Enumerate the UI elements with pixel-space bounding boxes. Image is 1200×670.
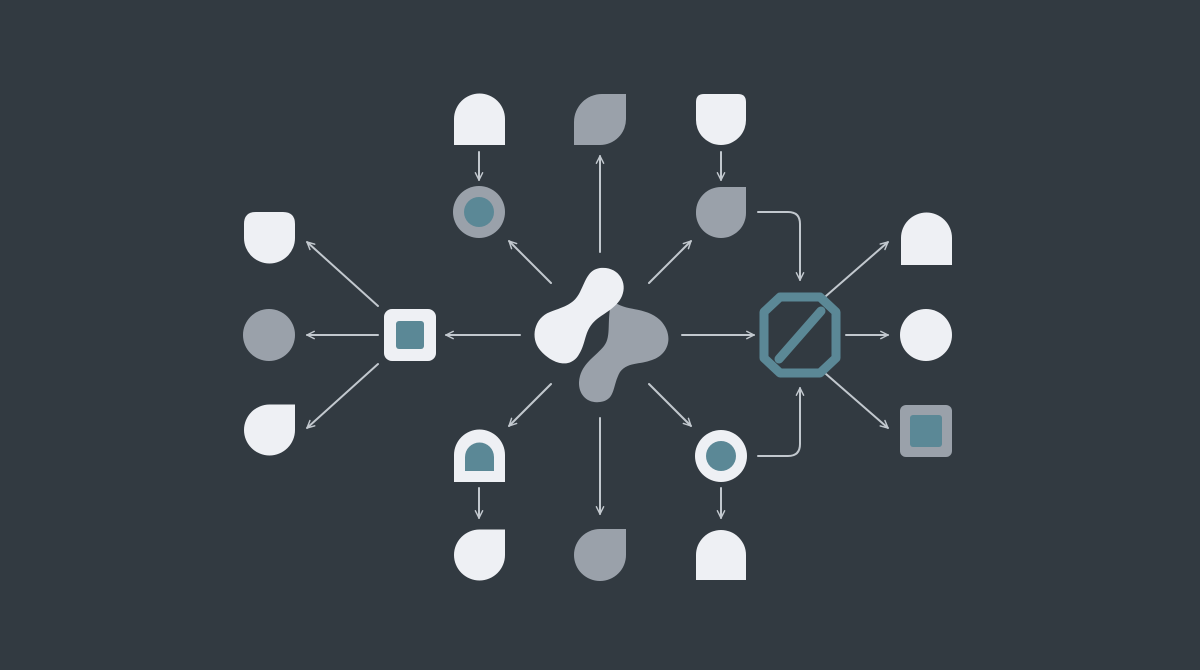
hub-light-lobe — [534, 267, 624, 364]
hub-gray-lobe — [578, 300, 669, 403]
leaf-node-icon-bottom-left — [454, 529, 505, 581]
circle-node-right-mid — [900, 309, 952, 361]
arrow-octagon-to-bottom-right — [825, 373, 889, 429]
arrow-hub-to-lower-right — [648, 383, 692, 427]
arrow-octagon-to-top-right — [825, 241, 889, 297]
ring-node-icon-upper-left — [453, 186, 505, 238]
arch-node-icon-lower-left — [454, 429, 505, 482]
ring-node-icon-lower-right — [695, 430, 747, 482]
arch-node-icon-bottom-right — [696, 530, 746, 580]
leaf-node-icon-left-bottom — [244, 404, 295, 456]
leaf-node-icon-top-center — [574, 94, 626, 145]
arrow-square-to-top-left — [306, 241, 379, 307]
leaf-node-icon-upper-right — [695, 187, 746, 239]
arrow-square-to-bottom-left — [306, 363, 379, 429]
central-hub-icon — [534, 267, 669, 403]
arrow-hub-to-upper-left — [508, 240, 552, 284]
no-entry-octagon-icon — [759, 292, 841, 378]
square-node-icon — [384, 309, 436, 361]
tab-node-icon-left-top — [244, 212, 295, 264]
tab-node-icon-top-right — [696, 94, 746, 145]
connector-arrows — [306, 151, 889, 519]
arch-node-icon-right-top — [901, 212, 952, 265]
square-node-icon-right-bottom — [900, 405, 952, 457]
arrow-lower-right-to-octagon — [757, 387, 805, 457]
arch-node-icon-top-left — [454, 93, 505, 145]
arrow-upper-right-to-octagon — [757, 211, 805, 281]
arrow-hub-to-upper-right — [648, 240, 692, 284]
arrow-hub-to-lower-left — [508, 383, 552, 427]
gray-circle-node-left-mid — [243, 309, 295, 361]
leaf-node-icon-bottom-center — [574, 529, 626, 581]
